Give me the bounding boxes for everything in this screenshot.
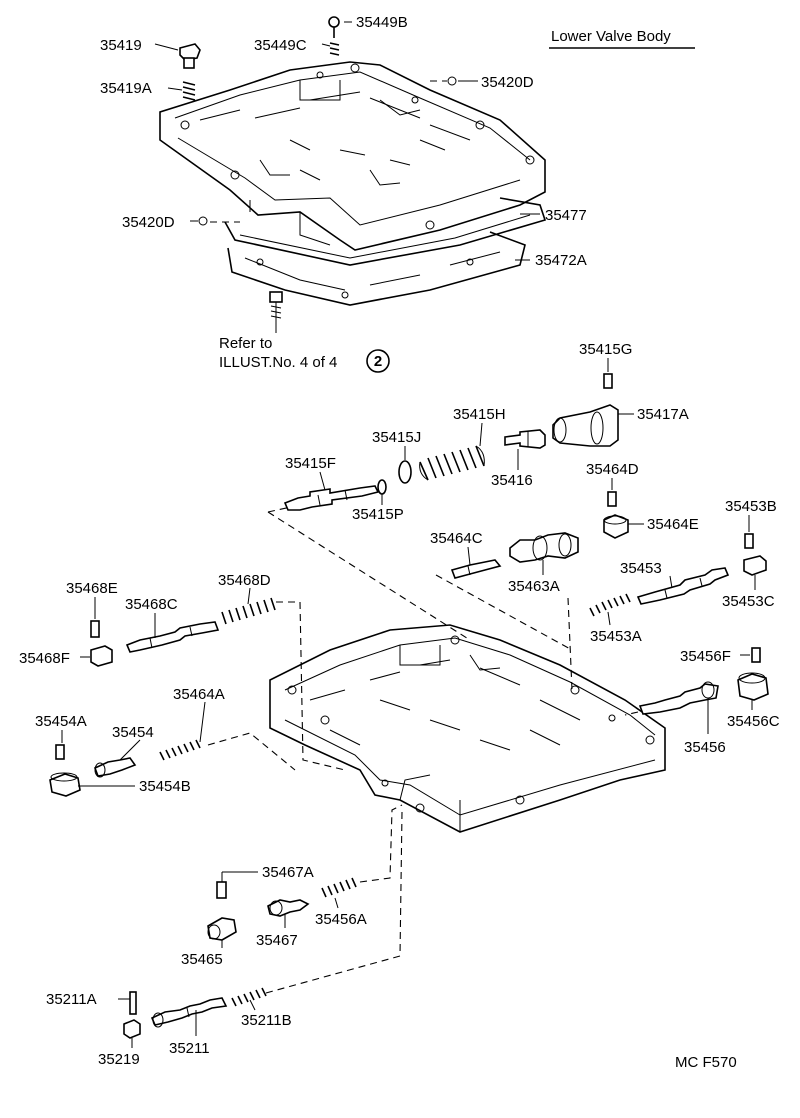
label-35464c: 35464C [430, 530, 483, 547]
reference-circle [366, 349, 390, 373]
part-labels: 35419 35419A 35449C 35449B 35420D 35420D… [19, 14, 780, 1068]
spring-35211b [231, 987, 267, 1007]
label-35219: 35219 [98, 1051, 140, 1068]
label-35416: 35416 [491, 472, 533, 489]
pin-35211a [129, 991, 137, 1015]
spring-35419a [182, 81, 196, 101]
assembly-lines [207, 80, 639, 994]
leader-lines [61, 21, 756, 1048]
label-35415j: 35415J [372, 429, 421, 446]
label-35420d-upper: 35420D [481, 74, 534, 91]
plug-35453c [743, 555, 767, 576]
bolt-35449b [328, 16, 340, 38]
reference-note: Refer to ILLUST.No. 4 of 4 2 [219, 335, 390, 373]
lower-valve-body [269, 624, 666, 833]
label-35419a: 35419A [100, 80, 152, 97]
spool-35464c [450, 559, 502, 579]
plug-35419 [179, 43, 201, 69]
label-35453c: 35453C [722, 593, 775, 610]
label-35477: 35477 [545, 207, 587, 224]
label-35453: 35453 [620, 560, 662, 577]
label-35456: 35456 [684, 739, 726, 756]
label-35472a: 35472A [535, 252, 587, 269]
spring-35464a [159, 739, 201, 761]
label-35468e: 35468E [66, 580, 118, 597]
valve-35467 [267, 899, 310, 917]
label-35449c: 35449C [254, 37, 307, 54]
washer-35415j [398, 460, 412, 484]
diagram-title: Lower Valve Body [551, 28, 671, 45]
valve-35468c [125, 621, 220, 653]
label-35454a: 35454A [35, 713, 87, 730]
label-35463a: 35463A [508, 578, 560, 595]
clip-35415p [377, 479, 387, 495]
pin-35456f [751, 647, 761, 663]
sleeve-35417a [552, 404, 619, 447]
label-35449b: 35449B [356, 14, 408, 31]
label-35468c: 35468C [125, 596, 178, 613]
spring-35453a [589, 593, 631, 617]
pin-35464d [607, 491, 617, 507]
valve-35415f [283, 485, 380, 511]
label-35417a: 35417A [637, 406, 689, 423]
label-35211: 35211 [169, 1040, 210, 1057]
pin-35453b [744, 533, 754, 549]
plug-35456c [737, 672, 769, 701]
mounting-bolt [269, 291, 283, 333]
plunger-35416 [504, 429, 546, 449]
upper-valve-body [159, 61, 546, 251]
plug-35454b [49, 772, 81, 797]
figure-code: MC F570 [675, 1054, 737, 1071]
label-35464a: 35464A [173, 686, 225, 703]
label-35454: 35454 [112, 724, 154, 741]
reference-circle-number: 2 [374, 353, 382, 370]
label-35456f: 35456F [680, 648, 731, 665]
valve-35454 [93, 757, 137, 778]
label-35464d: 35464D [586, 461, 639, 478]
plug-35219 [123, 1019, 141, 1039]
plug-35468f [90, 645, 113, 667]
label-35468d: 35468D [218, 572, 271, 589]
valve-35463a [509, 532, 579, 563]
label-35465: 35465 [181, 951, 223, 968]
label-35456c: 35456C [727, 713, 780, 730]
plug-35465 [207, 917, 237, 941]
label-35415h: 35415H [453, 406, 506, 423]
pin-35467a [216, 881, 227, 899]
spring-35415h [419, 445, 485, 481]
label-35467a: 35467A [262, 864, 314, 881]
label-35415f: 35415F [285, 455, 336, 472]
spring-35468d [221, 597, 276, 625]
check-ball-35420d-lower [198, 216, 208, 226]
label-35453a: 35453A [590, 628, 642, 645]
label-35453b: 35453B [725, 498, 777, 515]
label-35420d-lower: 35420D [122, 214, 175, 231]
pin-35454a [55, 744, 65, 760]
pin-35468e [90, 620, 100, 638]
check-ball-35420d-upper [447, 76, 457, 86]
separator-plate-gasket [224, 197, 547, 266]
separator-plate [227, 231, 526, 306]
pin-35415g [603, 373, 613, 389]
label-35454b: 35454B [139, 778, 191, 795]
reference-note-line2: ILLUST.No. 4 of 4 [219, 354, 337, 371]
label-35456a: 35456A [315, 911, 367, 928]
label-35211b: 35211B [241, 1012, 292, 1029]
label-35415p: 35415P [352, 506, 404, 523]
valve-35453 [636, 567, 730, 605]
label-35464e: 35464E [647, 516, 699, 533]
label-35467: 35467 [256, 932, 298, 949]
valve-35211 [150, 997, 228, 1028]
label-35211a: 35211A [46, 991, 97, 1008]
spring-35456a [321, 877, 357, 898]
label-35468f: 35468F [19, 650, 70, 667]
spring-35449c [329, 42, 340, 56]
label-35415g: 35415G [579, 341, 632, 358]
label-35419: 35419 [100, 37, 142, 54]
plug-35464e [603, 514, 629, 539]
reference-note-line1: Refer to [219, 335, 272, 352]
valve-35456 [638, 681, 719, 715]
